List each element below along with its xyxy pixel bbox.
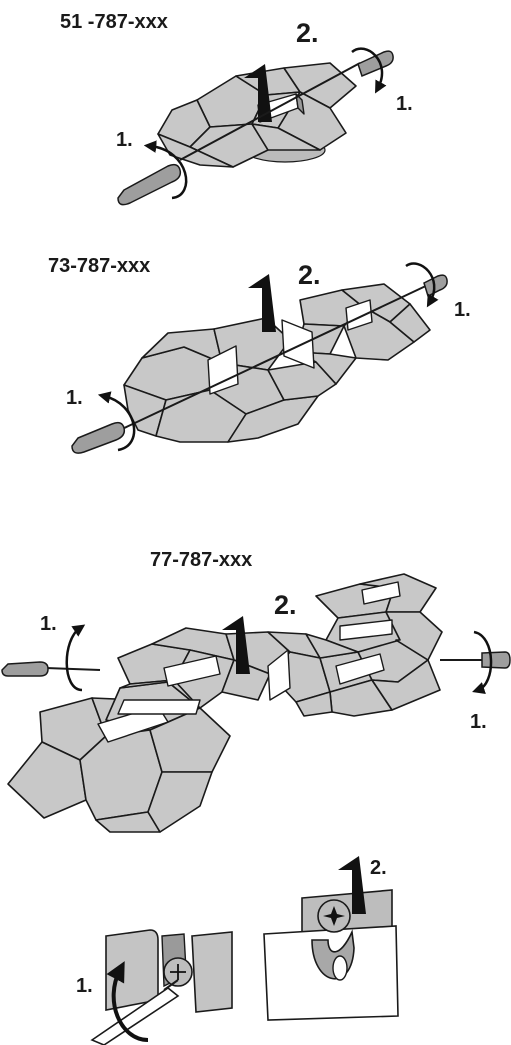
step-lift-label: 2. — [370, 857, 387, 879]
rotate-arrow-icon — [65, 624, 86, 692]
step-rotate-label: 1. — [396, 93, 413, 115]
up-arrow-icon — [248, 274, 276, 332]
rotate-arrow-icon — [405, 262, 439, 308]
screwdriver-icon — [1, 651, 511, 677]
up-arrow-icon — [222, 616, 250, 674]
rotate-arrow-icon — [106, 961, 149, 1042]
step-rotate-label: 1. — [40, 613, 57, 635]
step-rotate-label: 1. — [76, 975, 93, 997]
screwdriver-icon — [71, 274, 448, 454]
detail-left-artwork — [90, 929, 233, 1045]
step-rotate-label: 1. — [454, 299, 471, 321]
detail-right-artwork — [263, 856, 399, 1021]
rotate-arrow-icon — [472, 630, 493, 694]
panel-2-artwork — [71, 262, 448, 454]
mounting-clip — [207, 299, 373, 395]
step-lift-label: 2. — [274, 590, 297, 620]
panel-3-artwork — [1, 573, 511, 833]
mounting-clip — [97, 581, 401, 743]
step-rotate-label: 1. — [470, 711, 487, 733]
step-lift-label: 2. — [296, 18, 319, 48]
screwdriver-icon — [90, 979, 180, 1045]
screwdriver-icon — [117, 50, 394, 206]
hex-tile-cluster — [7, 573, 443, 833]
model-number-label: 77-787-xxx — [150, 549, 253, 571]
rotate-arrow-icon — [97, 391, 136, 452]
step-rotate-label: 1. — [66, 387, 83, 409]
step-rotate-label: 1. — [116, 129, 133, 151]
up-arrow-icon — [244, 64, 272, 122]
rotate-arrow-icon — [351, 47, 387, 94]
hex-tile-cluster — [157, 62, 357, 168]
panel-1-artwork — [117, 47, 394, 206]
rotate-arrow-icon — [143, 140, 188, 200]
step-lift-label: 2. — [298, 260, 321, 290]
hex-tile-cluster — [123, 283, 431, 443]
model-number-label: 51 -787-xxx — [60, 11, 168, 33]
model-number-label: 73-787-xxx — [48, 255, 151, 277]
up-arrow-icon — [338, 856, 366, 914]
